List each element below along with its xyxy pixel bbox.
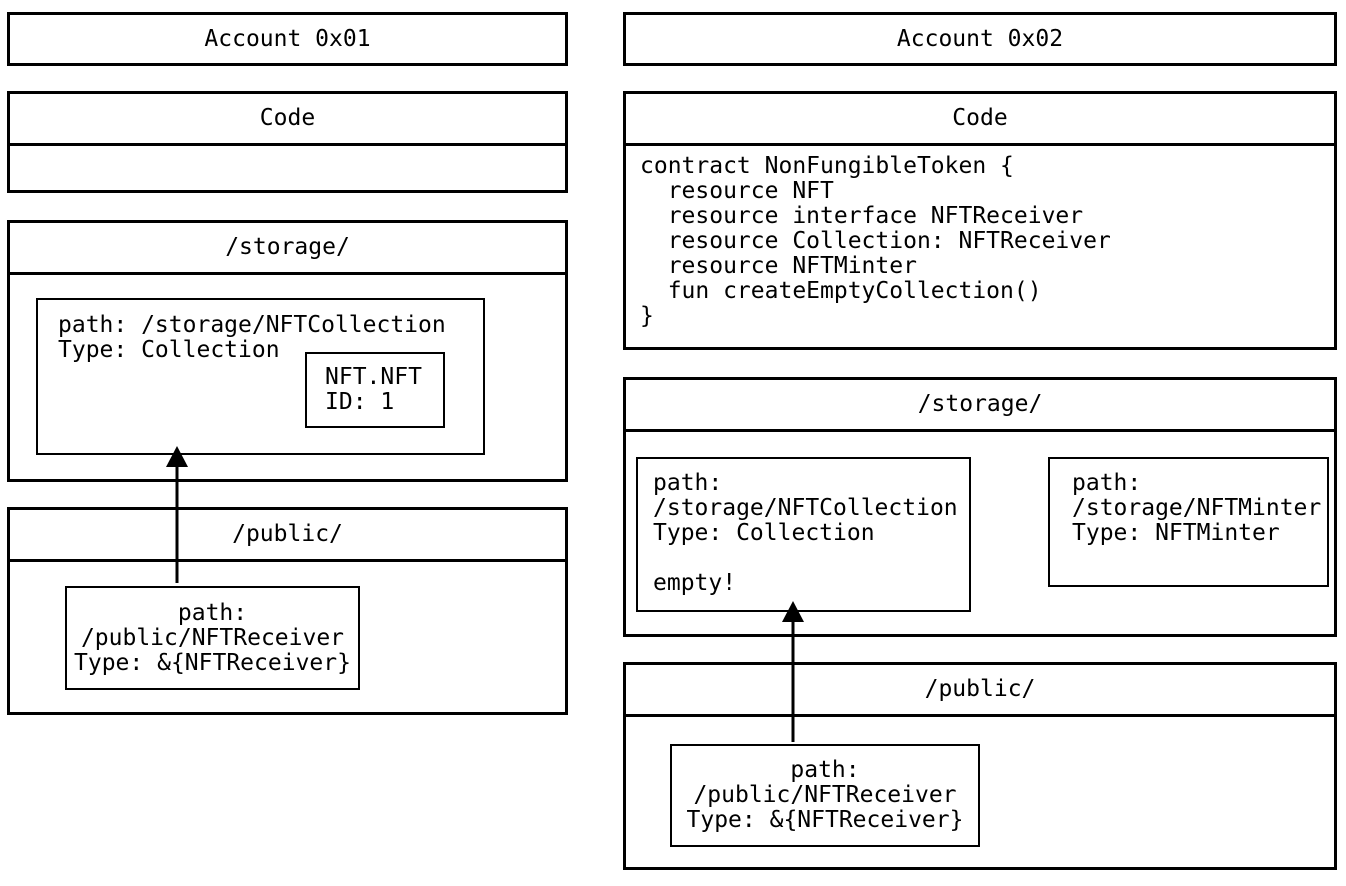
account-0x02-code-header: Code [626,94,1334,146]
storage-item-nftminter-0x02: path: /storage/NFTMinter Type: NFTMinter [1048,457,1329,587]
account-0x02-code-box: Code contract NonFungibleToken { resourc… [623,91,1337,350]
account-0x02-title-box: Account 0x02 [623,12,1337,66]
public-item-path-value: /public/NFTReceiver [693,782,957,808]
storage-item-blank-line [653,546,969,571]
public-item-type: Type: &{NFTReceiver} [686,807,964,833]
storage-item-path-value: /storage/NFTCollection [653,495,958,521]
account-0x02-public-header: /public/ [626,665,1334,717]
public-item-path-value: /public/NFTReceiver [80,624,345,651]
account-0x01-code-box: Code [7,91,568,193]
storage-item-path: path: /storage/NFTCollection [58,312,446,338]
account-0x01-code-header-label: Code [259,105,316,131]
account-0x01-public-header-label: /public/ [232,521,343,547]
storage-item-nftcollection-0x01: path: /storage/NFTCollection Type: Colle… [36,298,485,455]
account-0x02-storage-box: /storage/ path: /storage/NFTCollection T… [623,377,1337,637]
account-0x01-storage-box: /storage/ path: /storage/NFTCollection T… [7,220,568,482]
account-0x01-storage-header-label: /storage/ [225,234,350,260]
account-0x01-public-box: /public/ path: /public/NFTReceiver Type:… [7,507,568,715]
storage-item-path-value: /storage/NFTMinter [1072,495,1322,521]
storage-item-path-label: path: [1072,470,1142,496]
storage-item-type: Type: Collection [653,520,875,546]
account-0x02-title: Account 0x02 [896,25,1064,52]
public-item-path-label: path: [790,757,860,783]
nft-resource-box: NFT.NFT ID: 1 [305,352,445,428]
public-item-nftreceiver-0x01: path: /public/NFTReceiver Type: &{NFTRec… [65,586,360,690]
public-item-path-label: path: [177,599,248,626]
storage-item-empty-note: empty! [653,570,737,596]
public-item-type: Type: &{NFTReceiver} [74,649,351,676]
account-0x01-code-header: Code [10,94,565,146]
account-0x02-code-body: contract NonFungibleToken { resource NFT… [626,146,1334,347]
account-0x02-public-header-label: /public/ [924,676,1036,702]
account-0x01-public-header: /public/ [10,510,565,562]
account-0x01-public-body: path: /public/NFTReceiver Type: &{NFTRec… [10,562,565,712]
public-item-nftreceiver-0x02: path: /public/NFTReceiver Type: &{NFTRec… [670,744,980,847]
storage-item-type: Type: NFTMinter [1072,520,1280,546]
contract-code: contract NonFungibleToken { resource NFT… [640,153,1111,329]
account-0x01-title: Account 0x01 [204,25,371,52]
account-0x02-public-box: /public/ path: /public/NFTReceiver Type:… [623,662,1337,870]
account-0x02-storage-body: path: /storage/NFTCollection Type: Colle… [626,432,1334,634]
account-0x02-storage-header: /storage/ [626,380,1334,432]
storage-item-nftcollection-0x02: path: /storage/NFTCollection Type: Colle… [636,457,971,612]
nft-resource-name: NFT.NFT [325,364,422,390]
storage-item-type: Type: Collection [58,337,280,363]
account-0x02-storage-header-label: /storage/ [917,391,1043,417]
account-0x01-code-body [10,146,565,190]
storage-item-path-label: path: [653,470,723,496]
account-0x01-storage-body: path: /storage/NFTCollection Type: Colle… [10,275,565,479]
account-0x02-public-body: path: /public/NFTReceiver Type: &{NFTRec… [626,717,1334,867]
account-0x02-code-header-label: Code [952,105,1008,131]
account-0x01-storage-header: /storage/ [10,223,565,275]
account-0x01-title-box: Account 0x01 [7,12,568,66]
nft-resource-id: ID: 1 [325,389,395,415]
